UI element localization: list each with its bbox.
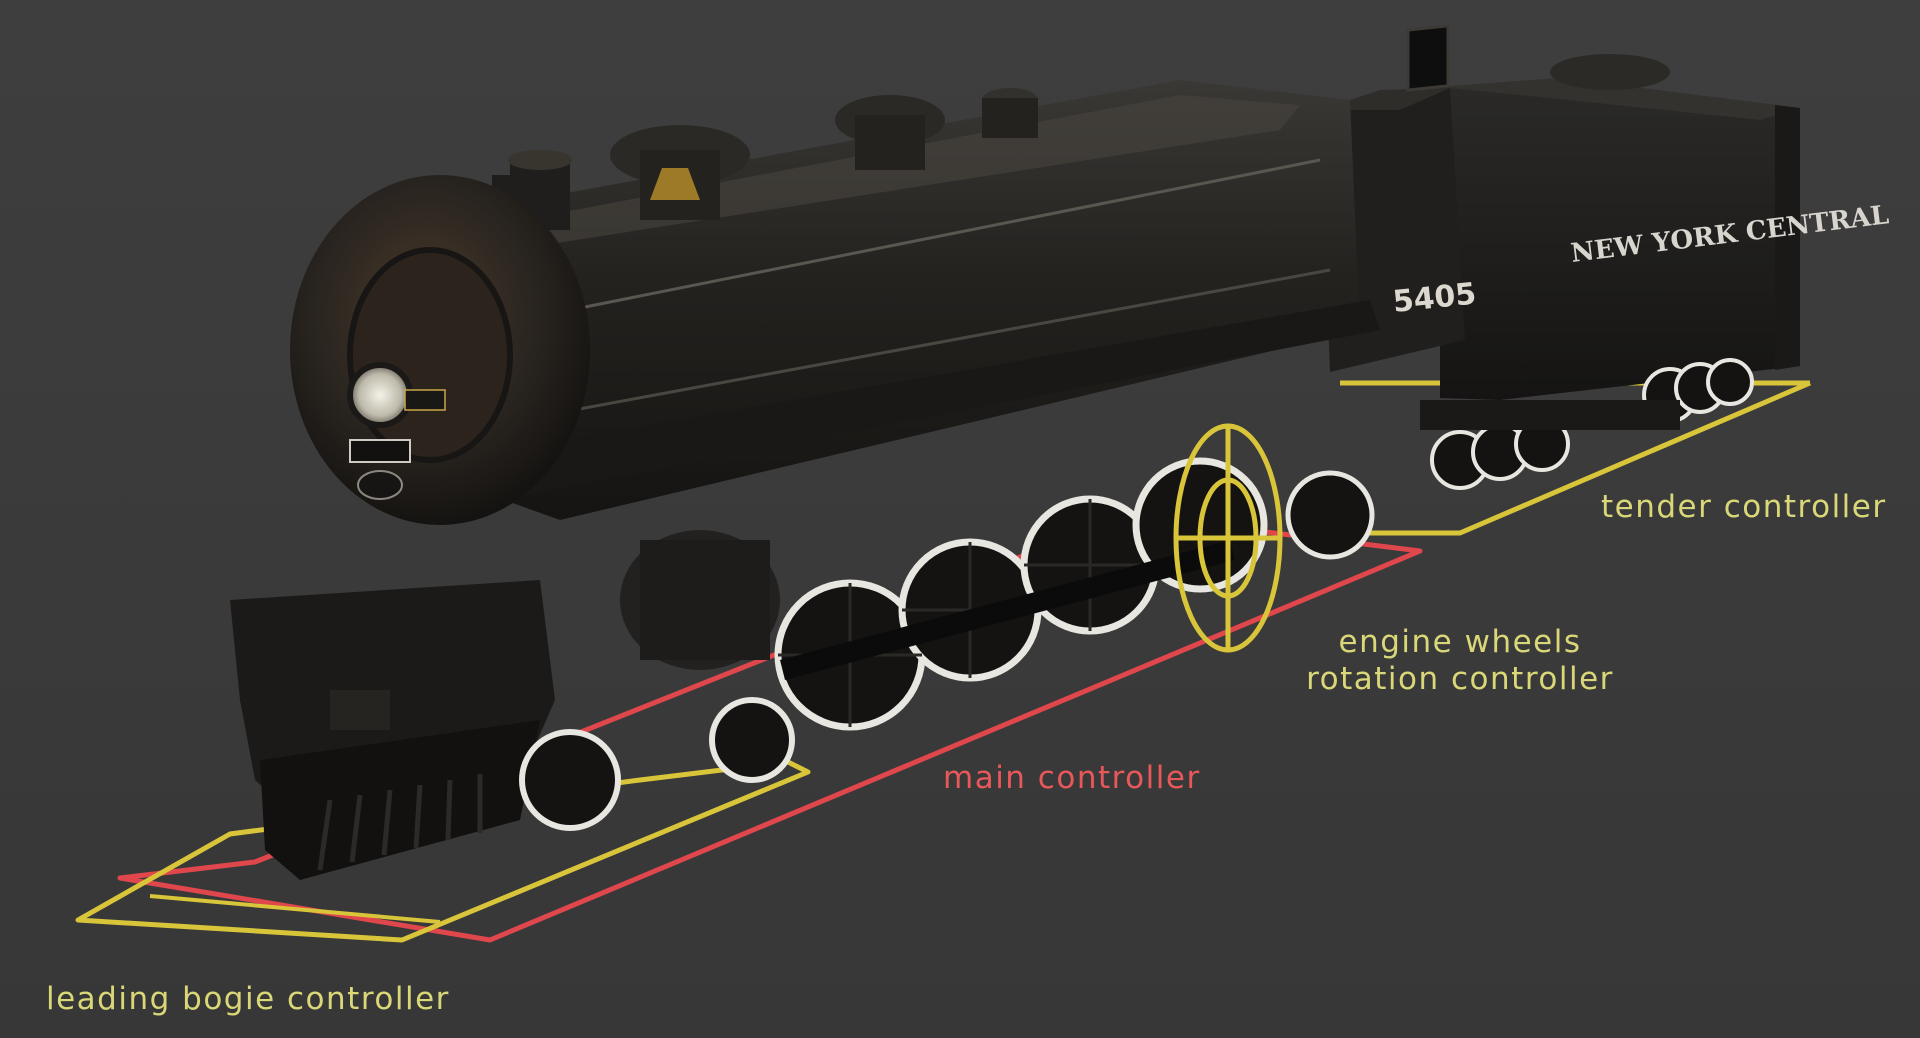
tender-controller-label: tender controller bbox=[1601, 489, 1887, 525]
cab-number: 5405 bbox=[1391, 276, 1478, 320]
headlamp bbox=[347, 362, 413, 428]
side-rod bbox=[780, 540, 1235, 680]
boiler bbox=[420, 80, 1360, 520]
engine-wheels-label-line1: engine wheels bbox=[1338, 624, 1582, 660]
trailing-truck-wheel bbox=[1285, 470, 1375, 560]
engine-wheels-rotation-controller-gizmo[interactable] bbox=[1173, 423, 1283, 653]
pilot bbox=[230, 580, 555, 880]
running-board bbox=[390, 300, 1380, 515]
cylinder bbox=[620, 530, 780, 670]
main-controller-label: main controller bbox=[943, 760, 1201, 796]
engine-wheels-rotation-controller-label: engine wheels rotation controller bbox=[1280, 624, 1640, 698]
driving-wheels bbox=[774, 457, 1268, 731]
smokebox-front bbox=[290, 175, 590, 525]
tender: NEW YORK CENTRAL bbox=[1420, 54, 1890, 490]
leading-bogie-wheels bbox=[519, 697, 795, 831]
engine-wheels-label-line2: rotation controller bbox=[1306, 661, 1614, 697]
leading-bogie-controller-label: leading bogie controller bbox=[46, 981, 450, 1017]
